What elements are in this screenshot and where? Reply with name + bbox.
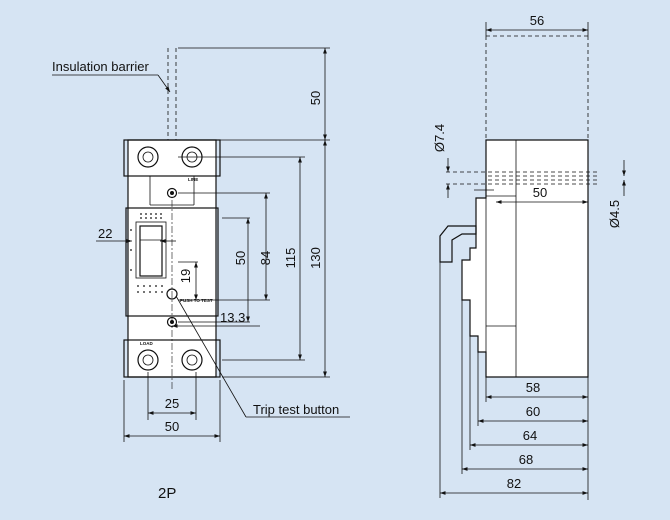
front-view: LINE PUSH TO TEST LOAD (52, 47, 350, 502)
dim-height-115: 115 (283, 248, 298, 269)
mounting-hole-top (166, 187, 178, 199)
dim-height-19: 19 (178, 269, 193, 283)
dim-depth-64: 64 (523, 428, 537, 443)
insulation-barrier-label: Insulation barrier (52, 59, 149, 74)
dim-barrier-50: 50 (308, 91, 323, 105)
dim-depth-50: 50 (533, 185, 547, 200)
terminal-screw-bottom-right (181, 349, 203, 371)
push-mark: PUSH TO TEST (180, 298, 213, 303)
load-mark: LOAD (140, 341, 153, 346)
dim-hole-4-5: Ø4.5 (607, 200, 622, 228)
dim-height-50: 50 (233, 251, 248, 265)
trip-test-button-label: Trip test button (253, 402, 339, 417)
dim-offset-13-3: 13.3 (220, 310, 245, 325)
dim-width-50: 50 (165, 419, 179, 434)
dim-depth-60: 60 (526, 404, 540, 419)
dim-handle-22: 22 (98, 226, 112, 241)
side-view: 56 Ø7.4 Ø4.5 50 58 60 64 68 82 (432, 13, 626, 500)
dim-width-25: 25 (165, 396, 179, 411)
model-label: 2P (158, 485, 176, 502)
dim-height-84: 84 (258, 251, 273, 265)
dim-width-56: 56 (530, 13, 544, 28)
operating-handle[interactable] (139, 225, 163, 277)
top-terminal-block (123, 139, 221, 177)
dim-height-130: 130 (308, 247, 323, 269)
handle-window (125, 207, 219, 317)
dim-depth-68: 68 (519, 452, 533, 467)
front-dots (130, 213, 163, 293)
dim-depth-58: 58 (526, 380, 540, 395)
side-handle[interactable] (439, 225, 477, 263)
side-body (461, 139, 589, 378)
dim-depth-82: 82 (507, 476, 521, 491)
terminal-screw-top-left (137, 146, 159, 168)
terminal-screw-bottom-left (137, 349, 159, 371)
dim-hole-7-4: Ø7.4 (432, 124, 447, 152)
insulation-barrier-outline (167, 48, 177, 140)
line-mark: LINE (188, 177, 198, 182)
